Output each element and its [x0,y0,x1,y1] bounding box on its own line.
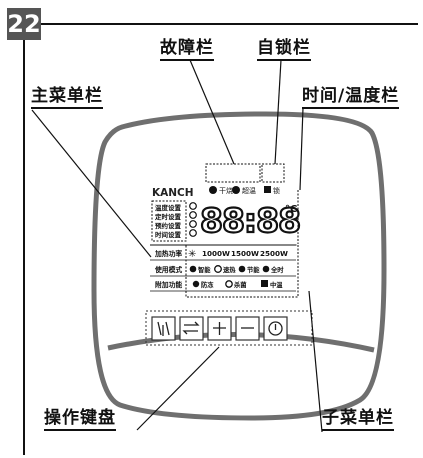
keypad-label: 操作键盘 [44,408,116,431]
lock-leader [274,59,282,165]
lcd-brand: KANCH [152,187,194,199]
time-temp-bar-label: 时间/温度栏 [302,86,400,109]
eco-icon [238,265,246,273]
smart-mode-icon [189,265,197,273]
mid-temp-icon [261,280,268,287]
power-icon [268,321,283,336]
heat-star-icon: ✳ [188,249,196,260]
lock-dotted-box [261,163,285,183]
quick-heat-icon [214,265,222,273]
svg-text:定时设置: 定时设置 [154,212,182,221]
fault-dotted-box [205,163,261,183]
svg-text:附加功能: 附加功能 [155,280,182,289]
svg-text:超温: 超温 [242,186,256,195]
fault-leader [189,59,235,165]
antifreeze-icon [192,280,200,288]
time-temp-leader [299,107,304,191]
lcd-screen [147,178,313,300]
lcd-status-row: 干烧 超温 锁 [209,186,280,195]
svg-text:1500W: 1500W [231,249,259,258]
dry-burn-icon [209,186,217,194]
overheat-icon [232,186,240,194]
self-lock-bar-label: 自锁栏 [257,38,311,61]
svg-text:全时: 全时 [270,265,284,274]
sterilize-icon [225,280,233,288]
svg-text:预约设置: 预约设置 [155,221,182,230]
controller-outer-body [91,111,387,421]
lcd-content: KANCH 干烧 超温 锁 温度设置 定时设置 预约设置 时间设置 88:88 … [150,186,302,292]
keypad-keys [151,316,288,341]
figure-number: 22 [7,8,41,40]
lock-icon [264,186,271,193]
main-menu-bar-label: 主菜单栏 [31,86,103,109]
svg-text:温度设置: 温度设置 [155,203,182,212]
keypad-leader [136,346,220,431]
menu-circle-icon [189,220,197,228]
menu-circle-icon [189,229,197,237]
svg-text:加热功率: 加热功率 [154,249,182,258]
svg-text:1000W: 1000W [202,249,230,258]
main-menu-dotted-box [151,200,187,242]
sub-menu-leader [308,290,323,433]
key-mode [179,316,204,341]
fault-bar-label: 故障栏 [160,38,214,61]
lcd-digits: 88:88 [200,201,300,240]
svg-text:杀菌: 杀菌 [234,280,247,289]
sub-menu-dotted-box [185,244,299,298]
svg-text:干烧: 干烧 [219,186,233,195]
svg-text:中温: 中温 [270,280,283,289]
sub-menu-bar-label: 子菜单栏 [322,408,394,431]
svg-text:锁: 锁 [273,186,280,195]
full-time-icon [262,265,270,273]
svg-text:智能: 智能 [198,265,211,274]
mode-swap-icon [182,321,200,335]
svg-text:2500W: 2500W [260,249,288,258]
lcd-unit: °C [285,204,297,215]
svg-text:时间设置: 时间设置 [155,230,182,239]
svg-text:防冻: 防冻 [201,280,214,289]
svg-text:使用模式: 使用模式 [154,265,182,274]
menu-circle-icon [189,211,197,219]
menu-circle-icon [189,202,197,210]
main-menu-leader [31,109,152,258]
svg-text:速热: 速热 [223,265,236,274]
heat-icon [157,321,170,336]
svg-text:节能: 节能 [247,265,260,274]
plus-icon [213,322,226,335]
